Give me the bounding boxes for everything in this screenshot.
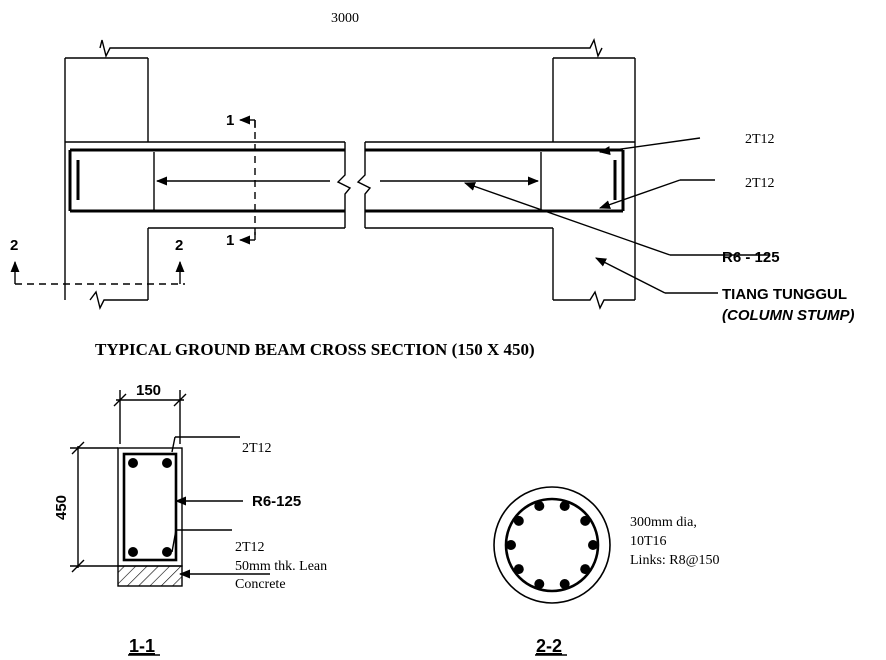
column-bar-1 — [559, 501, 570, 511]
width-dimension-line — [116, 390, 184, 444]
column-bar-4 — [580, 564, 591, 575]
callout-bottom-bar: 2T12 — [745, 176, 775, 191]
leader-top-bar — [598, 137, 701, 156]
left-column-outline — [64, 58, 149, 300]
bottom-bar-left — [128, 547, 138, 557]
section-1-height-dim: 450 — [53, 495, 70, 520]
section-2-2-label: 2-2 — [536, 636, 562, 656]
column-bar-3 — [588, 540, 598, 550]
top-dimension-line — [99, 37, 603, 59]
section-1-width-dim: 150 — [136, 382, 161, 399]
drawing-title: TYPICAL GROUND BEAM CROSS SECTION (150 X… — [95, 340, 535, 359]
column-outer-circle — [493, 486, 611, 604]
callout-links: R6 - 125 — [722, 249, 780, 266]
section-1-1-label: 1-1 — [129, 636, 155, 656]
column-bar-9 — [513, 515, 524, 526]
beam-outline — [65, 141, 635, 229]
section-1-links: R6-125 — [252, 493, 301, 510]
top-bar-right — [162, 458, 172, 468]
section-1-top-bar: 2T12 — [242, 441, 272, 456]
leader-links-diag — [463, 182, 671, 256]
section-2-marker-right: 2 — [175, 237, 183, 254]
section-2-note-line1: 300mm dia, — [630, 515, 697, 530]
callout-top-bar: 2T12 — [745, 132, 775, 147]
column-bar-8 — [506, 540, 516, 550]
section-2-note-line3: Links: R8@150 — [630, 553, 720, 568]
column-bar-6 — [534, 579, 545, 589]
right-column-break-bottom — [553, 290, 635, 310]
section-1-lean-line2: Concrete — [235, 577, 286, 592]
column-bar-5 — [559, 579, 570, 589]
right-column-outline — [552, 58, 636, 300]
section-1-bottom-bar: 2T12 — [235, 540, 265, 555]
column-bar-2 — [580, 515, 591, 526]
column-bars — [506, 501, 598, 589]
link-stirrup — [122, 452, 178, 562]
top-bar-left — [128, 458, 138, 468]
callout-column-line1: TIANG TUNGGUL — [722, 286, 847, 303]
lean-concrete-layer — [117, 565, 183, 587]
column-bar-10 — [534, 501, 545, 511]
callout-column-line2: (COLUMN STUMP) — [722, 307, 854, 324]
column-bar-7 — [513, 564, 524, 575]
height-dimension-line — [70, 446, 118, 568]
section-1-1-bars — [128, 458, 172, 557]
left-column-break-bottom — [89, 290, 148, 311]
section-1-marker-top: 1 — [226, 112, 234, 129]
section-1-marker-bottom: 1 — [226, 232, 234, 249]
bottom-bar-right — [162, 547, 172, 557]
section-1-1 — [70, 390, 270, 587]
column-link-circle — [504, 497, 600, 593]
beam-elevation: 3000 — [10, 11, 770, 311]
beam-break-line — [336, 142, 372, 228]
section-2-marker-left: 2 — [10, 237, 18, 254]
dimension-length: 3000 — [331, 11, 359, 26]
left-rebar-hook — [68, 150, 80, 211]
section-2-note-line2: 10T16 — [630, 534, 667, 549]
leader-bottom-bar-diag — [598, 179, 681, 209]
section-1-lean-line1: 50mm thk. Lean — [235, 559, 327, 574]
right-rebar-hook — [613, 150, 625, 211]
leader-column-diag — [595, 257, 666, 294]
